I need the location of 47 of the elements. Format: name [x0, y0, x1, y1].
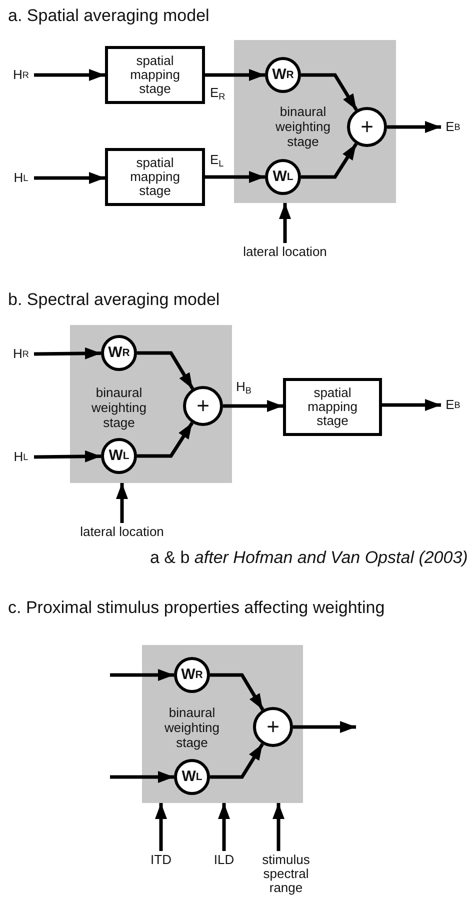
- arrow: [279, 203, 291, 243]
- arrow: [34, 450, 102, 462]
- signal-label: lateral location: [238, 243, 332, 261]
- summing-junction: +: [347, 107, 387, 147]
- panel-title: a. Spatial averaging model: [8, 6, 210, 26]
- arrow: [210, 673, 264, 711]
- arrow: [218, 803, 230, 851]
- arrow: [34, 347, 102, 360]
- arrow: [34, 69, 105, 81]
- arrow: [110, 669, 174, 681]
- stage-label: binaural weighting stage: [90, 385, 148, 430]
- arrow: [205, 171, 265, 183]
- summing-junction: +: [183, 386, 223, 426]
- arrow: [210, 743, 264, 779]
- signal-label: lateral location: [75, 523, 169, 541]
- arrow: [293, 721, 356, 733]
- stage-label: binaural weighting stage: [274, 104, 332, 149]
- arrow: [301, 142, 358, 179]
- arrow: [116, 483, 128, 523]
- arrow: [223, 400, 283, 412]
- panel-title: c. Proximal stimulus properties affecting weighting: [8, 598, 385, 618]
- process-box: spatial mapping stage: [105, 148, 205, 206]
- arrow: [301, 73, 358, 111]
- arrow: [205, 69, 265, 81]
- stage-region: [70, 325, 232, 483]
- edge-label: E$_{R}$: [210, 86, 226, 100]
- signal-label: stimulus spectral range: [254, 851, 318, 897]
- arrow: [387, 121, 441, 133]
- signal-label: ITD: [146, 851, 176, 869]
- process-box: spatial mapping stage: [283, 378, 382, 436]
- arrow: [382, 399, 441, 411]
- arrow: [155, 803, 167, 851]
- signal-label: ILD: [209, 851, 239, 869]
- stage-label: binaural weighting stage: [164, 705, 220, 750]
- arrow: [110, 771, 174, 783]
- arrow: [272, 803, 284, 851]
- citation-note: a & b after Hofman and Van Opstal (2003): [150, 548, 468, 568]
- stage-region: [234, 40, 396, 203]
- edge-label: H$_{B}$: [236, 380, 252, 394]
- arrow: [34, 172, 105, 184]
- panel-title: b. Spectral averaging model: [8, 290, 220, 310]
- arrow: [137, 422, 194, 458]
- summing-junction: +: [253, 707, 293, 747]
- arrow: [137, 351, 194, 390]
- process-box: spatial mapping stage: [105, 46, 205, 104]
- stage-region: [142, 645, 303, 803]
- edge-label: E$_{L}$: [210, 153, 224, 167]
